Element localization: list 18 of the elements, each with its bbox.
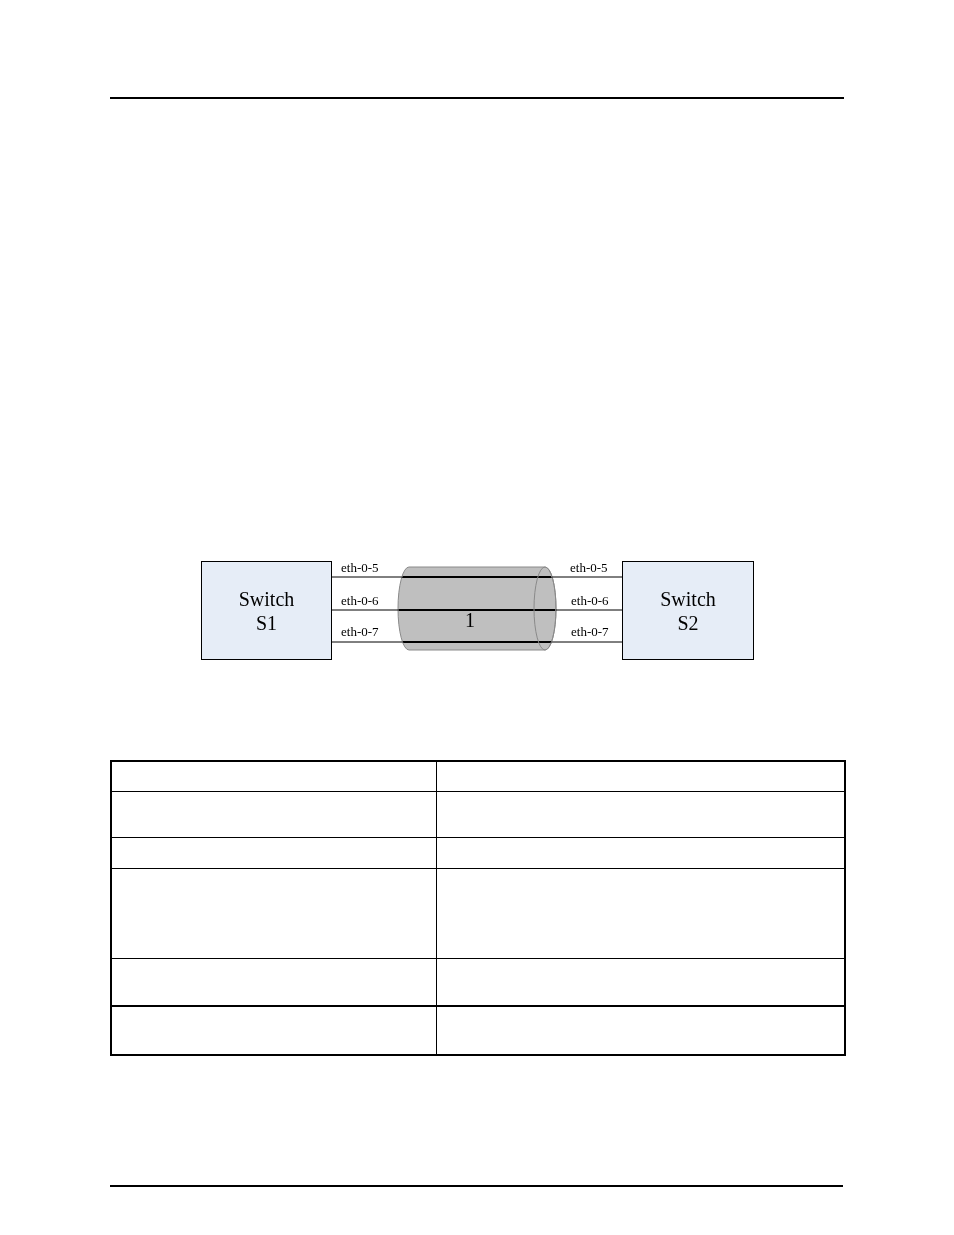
port-label: eth-0-5 xyxy=(570,561,608,575)
port-label: eth-0-6 xyxy=(571,594,609,608)
switch-label: Switch S1 xyxy=(237,586,296,635)
bundle-number: 1 xyxy=(465,611,475,629)
link-line xyxy=(551,641,623,643)
bundle-cylinder xyxy=(397,566,557,651)
port-label: eth-0-7 xyxy=(571,625,609,639)
link-line xyxy=(555,609,623,611)
link-line xyxy=(331,609,399,611)
link-line xyxy=(331,576,403,578)
port-label: eth-0-6 xyxy=(341,594,379,608)
switch-box xyxy=(622,561,754,660)
switch-box xyxy=(201,561,332,660)
port-label: eth-0-7 xyxy=(341,625,379,639)
link-line xyxy=(551,576,623,578)
switch-label: Switch S2 xyxy=(659,586,717,635)
link-line xyxy=(331,641,403,643)
port-label: eth-0-5 xyxy=(341,561,379,575)
